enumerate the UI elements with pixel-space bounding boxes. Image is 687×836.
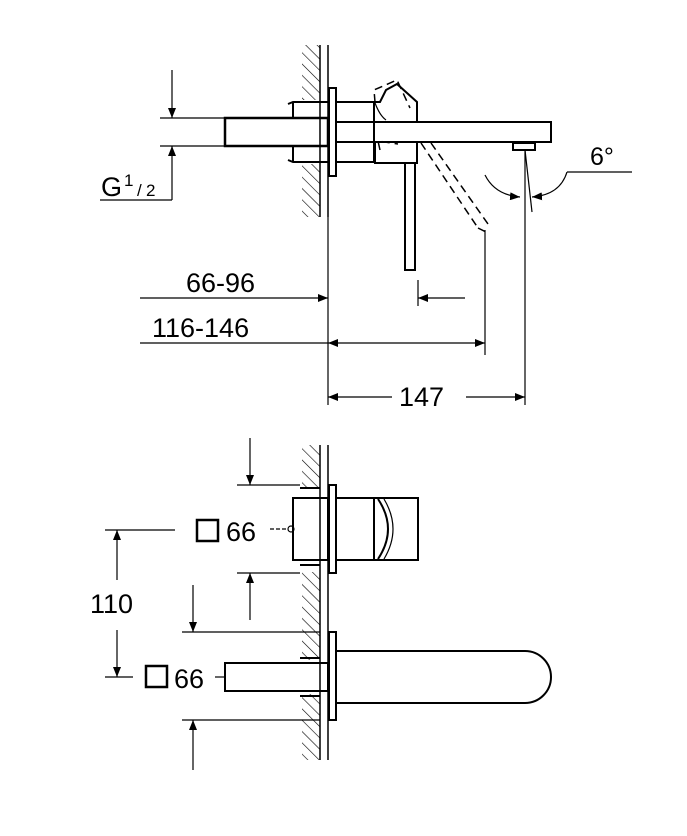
- front-view: 66 66 110: [90, 438, 552, 770]
- mixer-body-front: [287, 484, 419, 574]
- horizontal-dimensions: [140, 217, 525, 405]
- wall-section: [298, 45, 329, 217]
- thread-slash: /: [137, 181, 142, 200]
- dim-147: 147: [399, 382, 444, 412]
- faucet-side: [223, 82, 552, 271]
- thread-label: G: [101, 172, 122, 202]
- dim-66-96: 66-96: [186, 268, 255, 298]
- thread-denominator: 2: [146, 181, 155, 200]
- angle-label: 6°: [590, 143, 614, 171]
- angle-dimension: [484, 149, 632, 405]
- spout-front: [224, 631, 552, 721]
- thread-dimension: [100, 70, 225, 201]
- side-view: G 1 / 2 6° 66-96 116-146 147: [100, 45, 632, 412]
- upper-rosette-size: 66: [226, 517, 256, 547]
- thread-numerator: 1: [124, 171, 133, 190]
- dim-110: 110: [90, 589, 133, 619]
- dim-116-146: 116-146: [152, 313, 249, 343]
- wall-section-front: [296, 445, 329, 760]
- lever-alt-position-dashed: [373, 79, 489, 233]
- square-rosette-icon-lower: [144, 664, 169, 689]
- front-dimensions: [105, 438, 320, 770]
- lower-rosette-size: 66: [174, 664, 204, 694]
- square-rosette-icon-upper: [195, 518, 220, 543]
